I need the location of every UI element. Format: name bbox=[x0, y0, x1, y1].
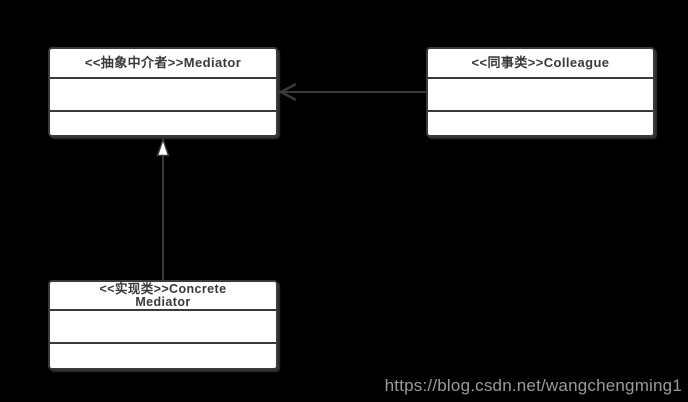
class-title-concrete-mediator-text: <<实现类>>Concrete Mediator bbox=[99, 281, 227, 309]
class-operations-colleague bbox=[428, 110, 653, 135]
watermark-url: https://blog.csdn.net/wangchengming1 bbox=[384, 376, 682, 395]
class-operations-mediator bbox=[50, 110, 276, 135]
generalization-concretemediator-to-mediator bbox=[156, 137, 170, 280]
class-operations-concrete-mediator bbox=[50, 342, 276, 368]
class-attributes-colleague bbox=[428, 77, 653, 110]
class-title-colleague: <<同事类>>Colleague bbox=[471, 55, 610, 70]
association-colleague-to-mediator bbox=[278, 82, 426, 102]
class-box-mediator: <<抽象中介者>>Mediator bbox=[48, 47, 278, 137]
class-attributes-concrete-mediator bbox=[50, 309, 276, 342]
class-box-concrete-mediator: <<实现类>>Concrete Mediator bbox=[48, 280, 278, 370]
class-box-colleague: <<同事类>>Colleague bbox=[426, 47, 655, 137]
class-attributes-mediator bbox=[50, 77, 276, 110]
hollow-triangle-arrowhead-icon bbox=[156, 137, 170, 157]
class-title-concrete-mediator: <<实现类>>Concrete Mediator bbox=[50, 282, 276, 309]
open-arrowhead-icon bbox=[278, 82, 297, 102]
class-title-mediator: <<抽象中介者>>Mediator bbox=[84, 55, 242, 70]
